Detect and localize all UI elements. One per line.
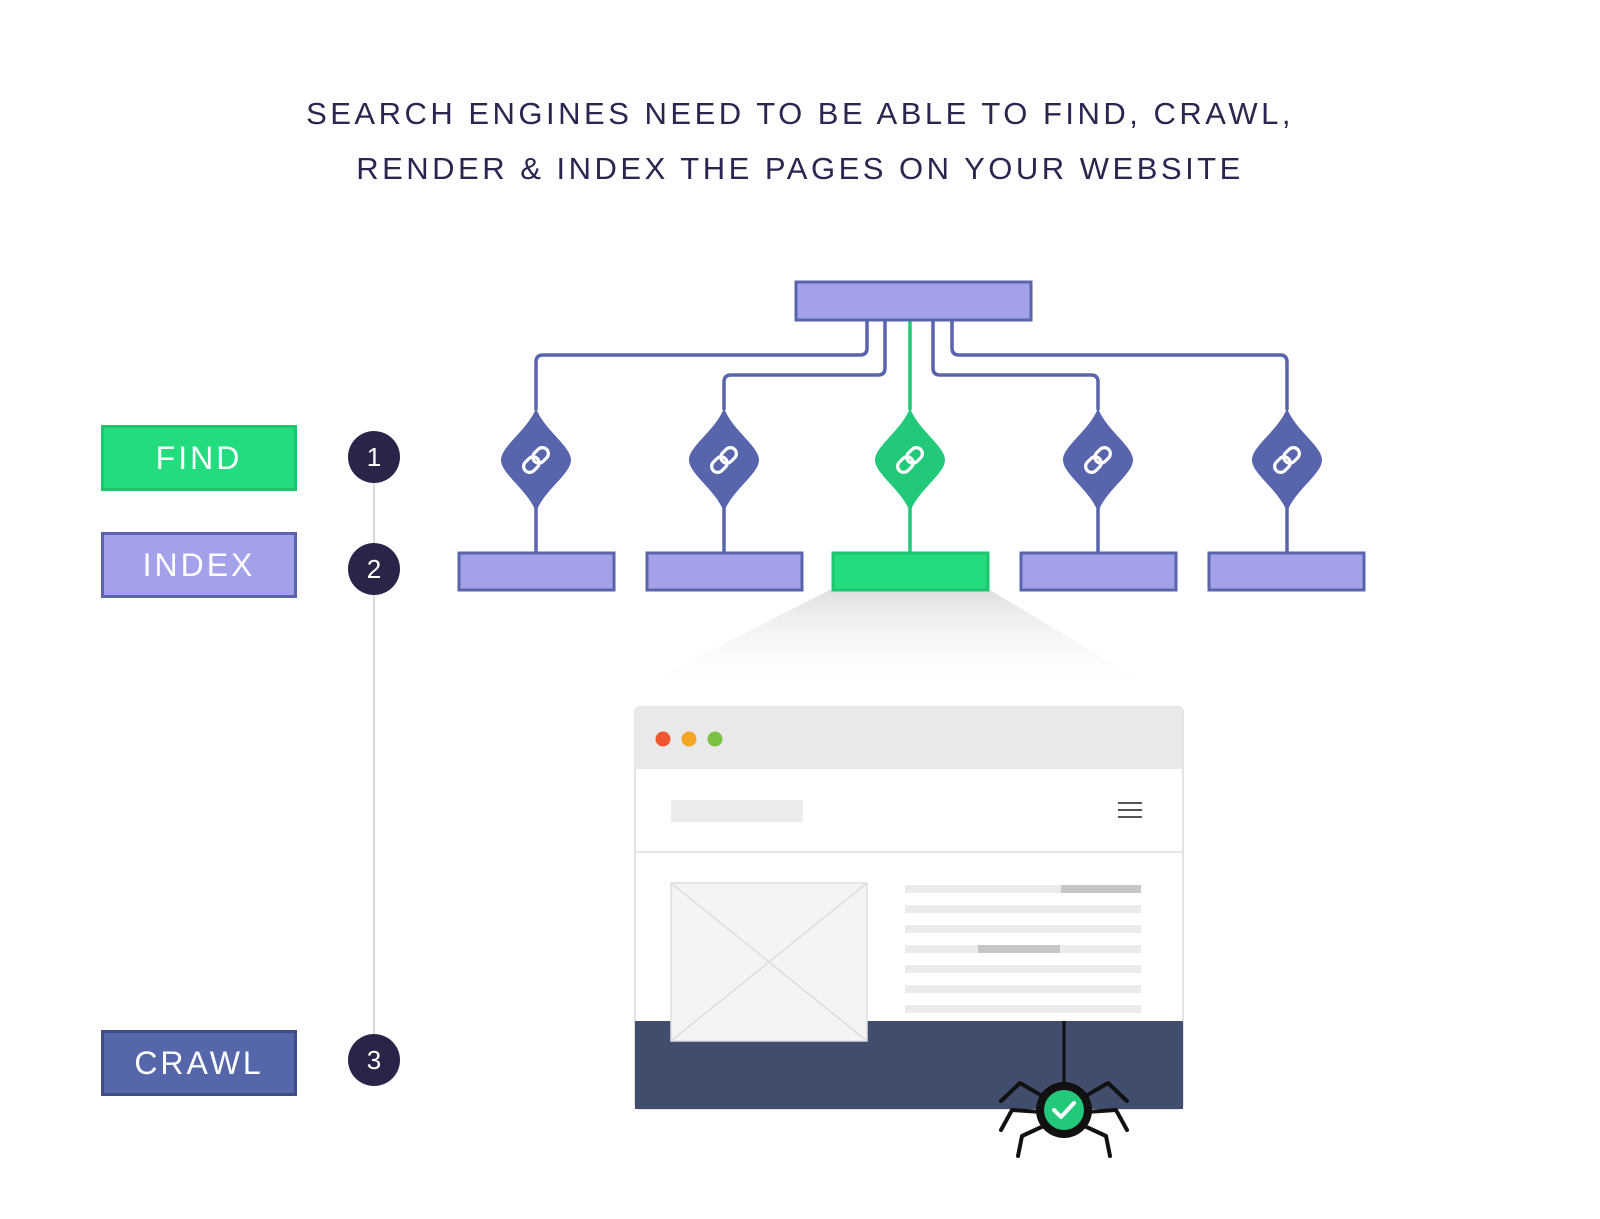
link-node-1 bbox=[501, 408, 571, 512]
step-number-3: 3 bbox=[348, 1034, 400, 1086]
stage-index-label: INDEX bbox=[101, 532, 297, 598]
stage-find-label: FIND bbox=[101, 425, 297, 491]
diagram-title-line-1: SEARCH ENGINES NEED TO BE ABLE TO FIND, … bbox=[306, 96, 1294, 131]
child-page-node-2 bbox=[645, 551, 804, 592]
site-logo-placeholder bbox=[671, 800, 803, 822]
spider-icon bbox=[999, 1021, 1129, 1158]
maximize-dot-icon bbox=[707, 731, 723, 747]
root-page-node bbox=[794, 280, 1033, 322]
child-page-node-4 bbox=[1019, 551, 1178, 592]
child-page-node-1 bbox=[457, 551, 616, 592]
zoom-beam bbox=[628, 590, 1160, 692]
minimize-dot-icon bbox=[681, 731, 697, 747]
checkmark-icon bbox=[1052, 1101, 1076, 1119]
browser-titlebar bbox=[635, 707, 1183, 769]
link-node-2 bbox=[689, 408, 759, 512]
child-page-node-3-highlighted bbox=[831, 551, 990, 592]
link-node-4 bbox=[1063, 408, 1133, 512]
step-number-2: 2 bbox=[348, 543, 400, 595]
close-dot-icon bbox=[655, 731, 671, 747]
text-lines bbox=[905, 885, 1141, 1013]
link-node-3-highlighted bbox=[875, 408, 945, 512]
browser-window bbox=[634, 706, 1184, 1110]
child-page-node-5 bbox=[1207, 551, 1366, 592]
hamburger-menu-icon bbox=[1118, 802, 1142, 818]
checkmark-badge bbox=[1044, 1090, 1084, 1130]
connectors bbox=[534, 319, 1289, 410]
image-placeholder-icon bbox=[670, 882, 868, 1042]
stage-crawl-label: CRAWL bbox=[101, 1030, 297, 1096]
step-number-1: 1 bbox=[348, 431, 400, 483]
link-node-5 bbox=[1252, 408, 1322, 512]
diagram-title-line-2: RENDER & INDEX THE PAGES ON YOUR WEBSITE bbox=[356, 151, 1244, 186]
